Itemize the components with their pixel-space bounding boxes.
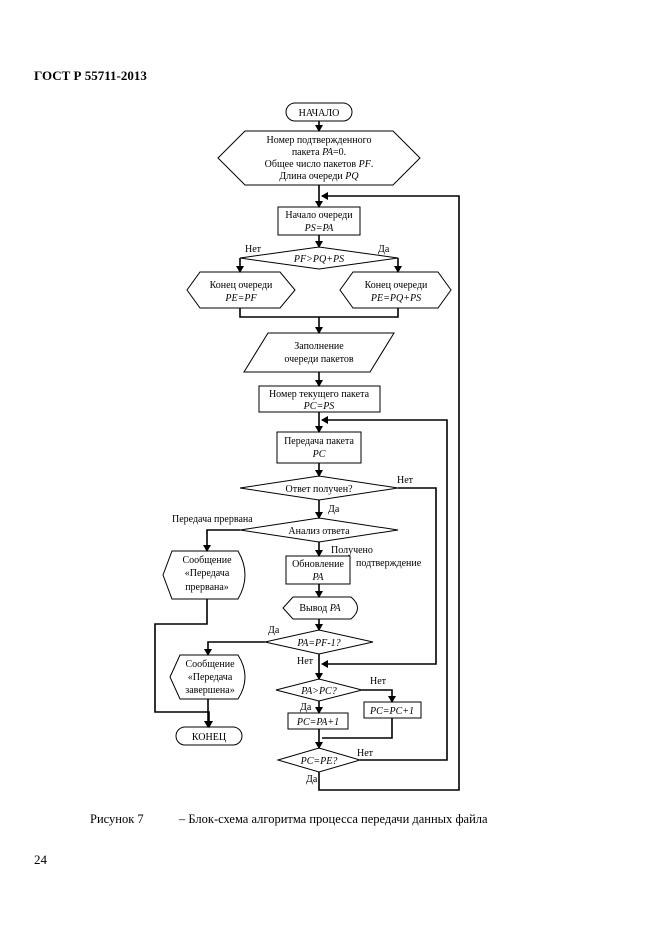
response-condition-diamond: Ответ получен? [239, 475, 399, 501]
fill-queue-line-2: очереди пакетов [284, 354, 354, 365]
pa-pf-branch-yes: Да [268, 625, 280, 636]
transfer-aborted-label: Передача прервана [172, 514, 253, 525]
pa-pf-branch-no: Нет [297, 656, 314, 667]
pa-pf-condition-diamond: PA=PF-1? [264, 629, 374, 655]
pc-pe-condition-label: PC=PE? [300, 756, 338, 767]
send-packet-line-1: Передача пакета [284, 436, 354, 447]
figure-caption-text: – Блок-схема алгоритма процесса передачи… [179, 812, 488, 826]
queue-end-right-hexagon: Конец очереди PE=PQ+PS [339, 271, 452, 309]
queue-end-left-line-2: PE=PF [224, 293, 257, 304]
pc-pe-branch-yes: Да [306, 774, 318, 785]
queue-end-right-line-1: Конец очереди [365, 280, 428, 291]
complete-message-line-1: Сообщение [185, 659, 235, 670]
end-label: КОНЕЦ [192, 732, 226, 743]
aborted-message-display: Сообщение «Передача прервана» [162, 550, 246, 600]
start-terminal: НАЧАЛО [285, 102, 353, 122]
queue-start-line-2: PS=PA [304, 223, 335, 234]
page-number: 24 [34, 852, 47, 867]
end-terminal: КОНЕЦ [175, 726, 243, 746]
current-packet-line-1: Номер текущего пакета [269, 389, 370, 400]
connectors [154, 121, 460, 791]
analyze-response-diamond: Анализ ответа [239, 517, 399, 543]
init-line-1: Номер подтвержденного [267, 135, 372, 146]
complete-message-line-3: завершена» [185, 685, 234, 696]
received-label: Получено [331, 545, 373, 556]
update-pa-process: Обновление PA [285, 555, 351, 585]
pa-pf-condition-label: PA=PF-1? [296, 638, 340, 649]
queue-start-line-1: Начало очереди [285, 210, 353, 221]
queue-condition-label: PF>PQ+PS [293, 254, 344, 265]
response-condition-label: Ответ получен? [285, 484, 353, 495]
output-pa-label: Вывод PA [299, 603, 341, 614]
aborted-message-line-2: «Передача [185, 568, 230, 579]
queue-end-left-hexagon: Конец очереди PE=PF [186, 271, 296, 309]
figure-caption: Рисунок 7 – Блок-схема алгоритма процесс… [90, 812, 488, 827]
pa-pc-branch-yes: Да [300, 702, 312, 713]
pc-pc-increment-label: PC=PC+1 [369, 706, 414, 717]
pc-pc-increment-process: PC=PC+1 [363, 701, 422, 719]
confirmation-label: подтверждение [356, 558, 422, 569]
output-pa-display: Вывод PA [282, 596, 358, 620]
current-packet-process: Номер текущего пакета PC=PS [258, 385, 381, 413]
queue-end-right-line-2: PE=PQ+PS [370, 293, 421, 304]
complete-message-display: Сообщение «Передача завершена» [169, 654, 246, 700]
pc-pa-increment-label: PC=PA+1 [296, 717, 339, 728]
pa-pc-condition-label: PA>PC? [300, 686, 336, 697]
pc-pa-increment-process: PC=PA+1 [287, 712, 349, 730]
init-line-2: пакета PA=0. [292, 147, 346, 158]
queue-start-process: Начало очереди PS=PA [277, 206, 361, 236]
fill-queue-parallelogram: Заполнение очереди пакетов [243, 332, 395, 373]
init-line-4: Длина очереди PQ [279, 171, 359, 182]
aborted-message-line-1: Сообщение [182, 555, 232, 566]
queue-condition-diamond: PF>PQ+PS [239, 246, 399, 270]
response-branch-no: Нет [397, 475, 414, 486]
pa-pc-branch-no: Нет [370, 676, 387, 687]
send-packet-line-2: PC [312, 449, 326, 460]
init-hexagon: Номер подтвержденного пакета PA=0. Общее… [217, 130, 421, 186]
fill-queue-line-1: Заполнение [294, 341, 344, 352]
complete-message-line-2: «Передача [188, 672, 233, 683]
queue-branch-no: Нет [245, 244, 262, 255]
update-pa-line-2: PA [312, 572, 325, 583]
queue-branch-yes: Да [378, 244, 390, 255]
response-branch-yes: Да [328, 504, 340, 515]
send-packet-process: Передача пакета PC [276, 431, 362, 464]
pc-pe-condition-diamond: PC=PE? [276, 747, 362, 773]
queue-end-left-line-1: Конец очереди [210, 280, 273, 291]
pc-pe-branch-no: Нет [357, 748, 374, 759]
current-packet-line-2: PC=PS [303, 401, 335, 412]
figure-caption-label: Рисунок 7 [90, 812, 144, 826]
start-label: НАЧАЛО [299, 108, 340, 119]
pa-pc-condition-diamond: PA>PC? [275, 678, 363, 702]
document-header: ГОСТ Р 55711-2013 [34, 68, 147, 83]
analyze-response-label: Анализ ответа [288, 526, 350, 537]
update-pa-line-1: Обновление [292, 559, 344, 570]
init-line-3: Общее число пакетов PF. [265, 159, 374, 170]
aborted-message-line-3: прервана» [185, 582, 229, 593]
